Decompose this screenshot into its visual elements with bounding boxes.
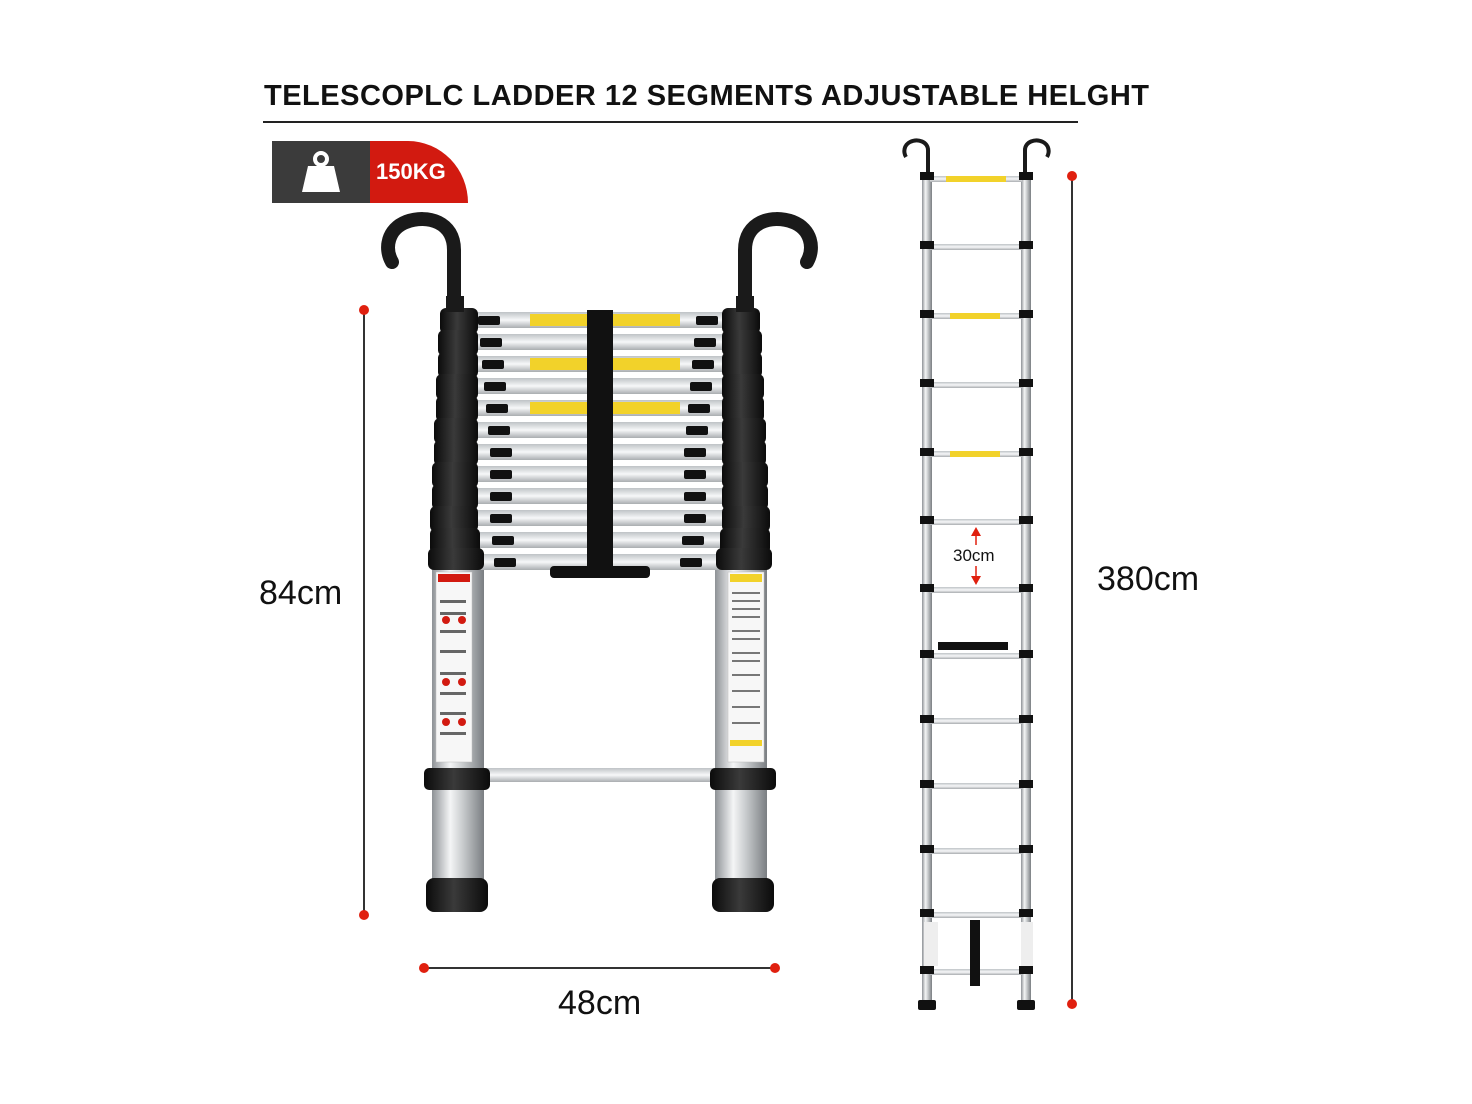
carry-strap (587, 310, 613, 568)
left-joint-stack (428, 296, 484, 570)
right-joint-stack (716, 296, 772, 570)
extended-height-dimension-line (1067, 171, 1077, 1009)
right-foot (712, 878, 774, 912)
extended-height-label: 380cm (1097, 560, 1200, 598)
right-warning-sticker (727, 571, 765, 763)
left-hook-icon (381, 212, 461, 307)
width-dimension-line (419, 963, 780, 973)
extended-ladder (902, 138, 1051, 1010)
right-hook-icon (738, 212, 818, 307)
rung-spacing-label: 30cm (953, 546, 995, 565)
folded-ladder (381, 212, 818, 912)
title-underline (263, 121, 1078, 123)
left-warning-sticker (435, 571, 473, 763)
weight-icon (272, 141, 370, 203)
height-dimension-line (359, 305, 369, 920)
rung-spacing-arrows (971, 527, 981, 585)
left-foot (426, 878, 488, 912)
width-label: 48cm (558, 984, 642, 1022)
load-capacity-badge: 150KG (272, 141, 468, 203)
rung-stack (462, 312, 738, 570)
page-title: TELESCOPLC LADDER 12 SEGMENTS ADJUSTABLE… (264, 80, 1150, 112)
load-capacity-value: 150KG (370, 141, 468, 203)
folded-height-label: 84cm (259, 574, 343, 612)
